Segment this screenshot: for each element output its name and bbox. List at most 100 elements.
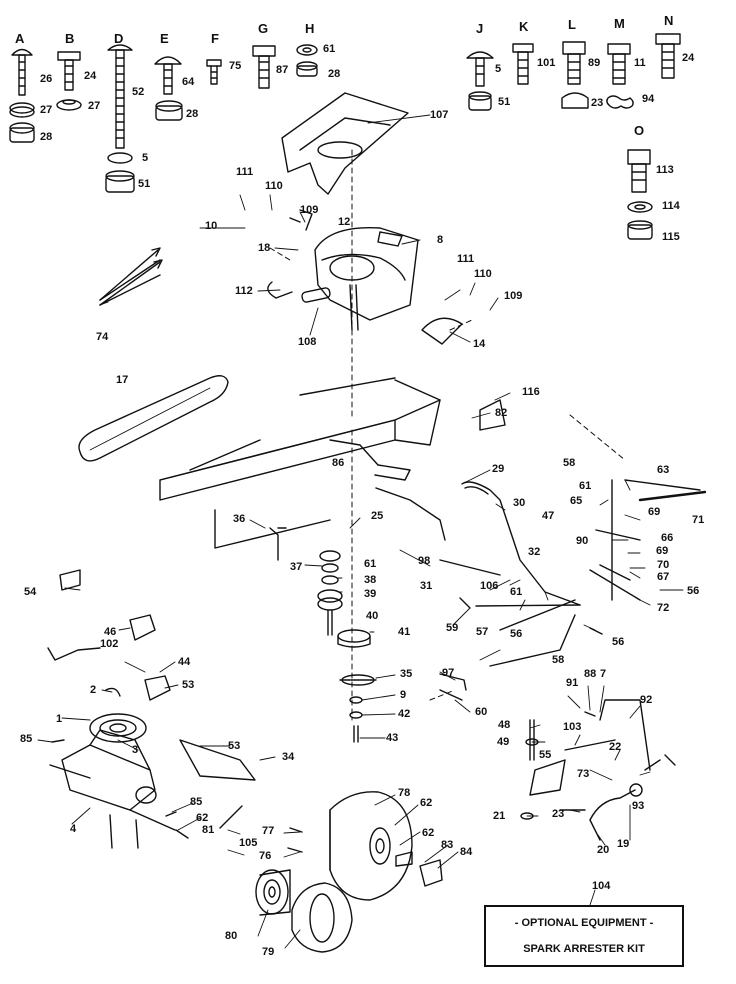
part-25: 25 <box>371 510 384 522</box>
part-112: 112 <box>235 285 253 297</box>
f-arrows <box>99 247 163 306</box>
part-8: 8 <box>437 234 444 246</box>
hardware-label-g: G <box>258 21 269 36</box>
part-103: 103 <box>563 721 582 733</box>
part-9: 9 <box>400 689 407 701</box>
part-1: 1 <box>56 713 63 725</box>
part-55: 55 <box>539 749 552 761</box>
assembly-guidelines <box>269 149 626 721</box>
front-wheel <box>255 869 353 953</box>
part-64: 64 <box>182 76 195 88</box>
part-62: 62 <box>196 812 209 824</box>
part-10: 10 <box>205 220 218 232</box>
part-82: 82 <box>495 407 508 419</box>
optional-equipment-box: - OPTIONAL EQUIPMENT - SPARK ARRESTER KI… <box>484 905 684 967</box>
part-109: 109 <box>504 290 523 302</box>
part-113: 113 <box>656 164 674 176</box>
part-57: 57 <box>476 626 489 638</box>
part-94: 94 <box>642 93 655 105</box>
part-105: 105 <box>239 837 258 849</box>
drive-belt <box>78 375 229 462</box>
part-37: 37 <box>290 561 303 573</box>
optional-equipment-heading: - OPTIONAL EQUIPMENT - <box>514 917 654 929</box>
part-97: 97 <box>442 667 455 679</box>
part-72: 72 <box>657 602 670 614</box>
spark-arrester-kit-label: SPARK ARRESTER KIT <box>523 943 645 955</box>
part-39: 39 <box>364 588 377 600</box>
part-110: 110 <box>265 180 283 192</box>
part-81: 81 <box>202 824 215 836</box>
part-70: 70 <box>657 559 670 571</box>
part-18: 18 <box>258 242 271 254</box>
part-115: 115 <box>662 231 680 243</box>
part-24: 24 <box>84 70 97 82</box>
part-56: 56 <box>510 628 523 640</box>
part-28: 28 <box>328 68 341 80</box>
part-30: 30 <box>513 497 526 509</box>
part-69: 69 <box>656 545 669 557</box>
part-61: 61 <box>323 43 336 55</box>
part-80: 80 <box>225 930 238 942</box>
part-58: 58 <box>563 457 576 469</box>
part-85: 85 <box>190 796 203 808</box>
part-5: 5 <box>142 152 149 164</box>
part-51: 51 <box>138 178 151 190</box>
hardware-label-h: H <box>305 21 315 36</box>
part-71: 71 <box>692 514 705 526</box>
part-3: 3 <box>132 744 139 756</box>
spindle-stack <box>317 550 377 743</box>
part-101: 101 <box>537 57 556 69</box>
lower-right-parts <box>520 699 676 841</box>
part-38: 38 <box>364 574 377 586</box>
part-32: 32 <box>528 546 541 558</box>
part-92: 92 <box>640 694 653 706</box>
part-66: 66 <box>661 532 674 544</box>
part-21: 21 <box>493 810 506 822</box>
part-61: 61 <box>364 558 377 570</box>
part-54: 54 <box>24 586 37 598</box>
part-47: 47 <box>542 510 555 522</box>
part-108: 108 <box>298 336 317 348</box>
hardware-label-k: K <box>519 19 529 34</box>
part-69: 69 <box>648 506 661 518</box>
hardware-label-o: O <box>634 123 645 138</box>
part-5: 5 <box>495 63 502 75</box>
part-31: 31 <box>420 580 433 592</box>
part-43: 43 <box>386 732 399 744</box>
hardware-label-d: D <box>114 31 124 46</box>
hardware-label-m: M <box>614 16 625 31</box>
hardware-bolts <box>9 33 681 240</box>
part-88: 88 <box>584 668 597 680</box>
part-107: 107 <box>430 109 449 121</box>
part-109: 109 <box>300 204 319 216</box>
part-84: 84 <box>460 846 473 858</box>
hardware-label-n: N <box>664 13 674 28</box>
part-78: 78 <box>398 787 411 799</box>
hardware-label-f: F <box>211 31 219 46</box>
part-73: 73 <box>577 768 590 780</box>
part-35: 35 <box>400 668 413 680</box>
part-77: 77 <box>262 825 275 837</box>
transaxle <box>49 713 176 849</box>
part-110: 110 <box>474 268 492 280</box>
part-23: 23 <box>552 808 565 820</box>
part-91: 91 <box>566 677 579 689</box>
hardware-label-b: B <box>65 31 75 46</box>
part-79: 79 <box>262 946 275 958</box>
part-56: 56 <box>687 585 700 597</box>
part-62: 62 <box>422 827 435 839</box>
part-28: 28 <box>40 131 53 143</box>
part-49: 49 <box>497 736 510 748</box>
part-28: 28 <box>186 108 199 120</box>
part-53: 53 <box>182 679 195 691</box>
rear-wheel <box>329 791 413 901</box>
part-41: 41 <box>398 626 411 638</box>
part-83: 83 <box>441 839 454 851</box>
hardware-label-j: J <box>476 21 484 36</box>
part-53: 53 <box>228 740 241 752</box>
part-7: 7 <box>600 668 607 680</box>
part-60: 60 <box>475 706 488 718</box>
part-76: 76 <box>259 850 272 862</box>
part-89: 89 <box>588 57 601 69</box>
